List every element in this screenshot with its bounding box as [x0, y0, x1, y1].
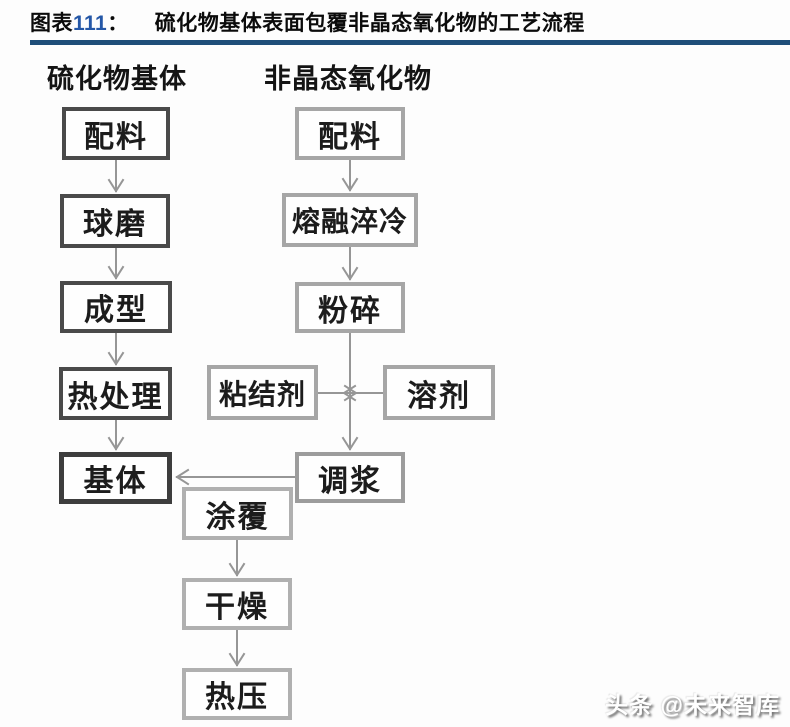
node-solvent: 溶剂: [383, 365, 495, 420]
arrow-slurry-to-substrate: [175, 468, 296, 486]
arrow-coating-to-drying: [228, 539, 246, 577]
node-coating: 涂覆: [182, 487, 293, 540]
figure-title: 图表111： 硫化物基体表面包覆非晶态氧化物的工艺流程: [30, 7, 585, 37]
left-column-header: 硫化物基体: [47, 64, 187, 94]
node-hot-pressing: 热压: [182, 668, 292, 720]
node-melt-quenching: 熔融淬冷: [282, 193, 418, 247]
arrow-melt-quenching-to-crushing: [341, 246, 359, 281]
arrow-batching-to-melt-quenching: [341, 159, 359, 192]
node-drying: 干燥: [182, 578, 292, 630]
figure-number: 111: [73, 12, 108, 35]
watermark-toutiao: 头条 @未来智库: [605, 692, 780, 718]
node-heat-treatment: 热处理: [59, 367, 172, 420]
arrow-solvent-to-junction: [342, 384, 384, 402]
arrow-drying-to-hot-pressing: [228, 629, 246, 667]
node-forming: 成型: [60, 281, 172, 333]
node-batching-left: 配料: [62, 107, 170, 160]
arrow-heat-treatment-to-substrate: [107, 419, 125, 451]
figure-label-word: 图表: [30, 12, 73, 35]
node-slurry-mixing: 调浆: [295, 452, 405, 503]
arrow-ball-milling-to-forming: [107, 247, 125, 280]
node-ball-milling: 球磨: [60, 194, 170, 248]
arrow-batching-to-ball-milling: [107, 159, 125, 193]
figure-title-text: 硫化物基体表面包覆非晶态氧化物的工艺流程: [154, 12, 585, 35]
arrow-forming-to-heat-treatment: [107, 332, 125, 366]
node-batching-right: 配料: [295, 107, 405, 160]
node-binder: 粘结剂: [207, 365, 318, 420]
node-substrate: 基体: [59, 452, 172, 504]
title-underline-rule: [30, 40, 790, 45]
arrow-crushing-to-slurry: [341, 332, 359, 451]
node-crushing: 粉碎: [295, 282, 405, 333]
right-column-header: 非晶态氧化物: [264, 64, 432, 94]
figure-label-colon: ：: [107, 12, 129, 35]
